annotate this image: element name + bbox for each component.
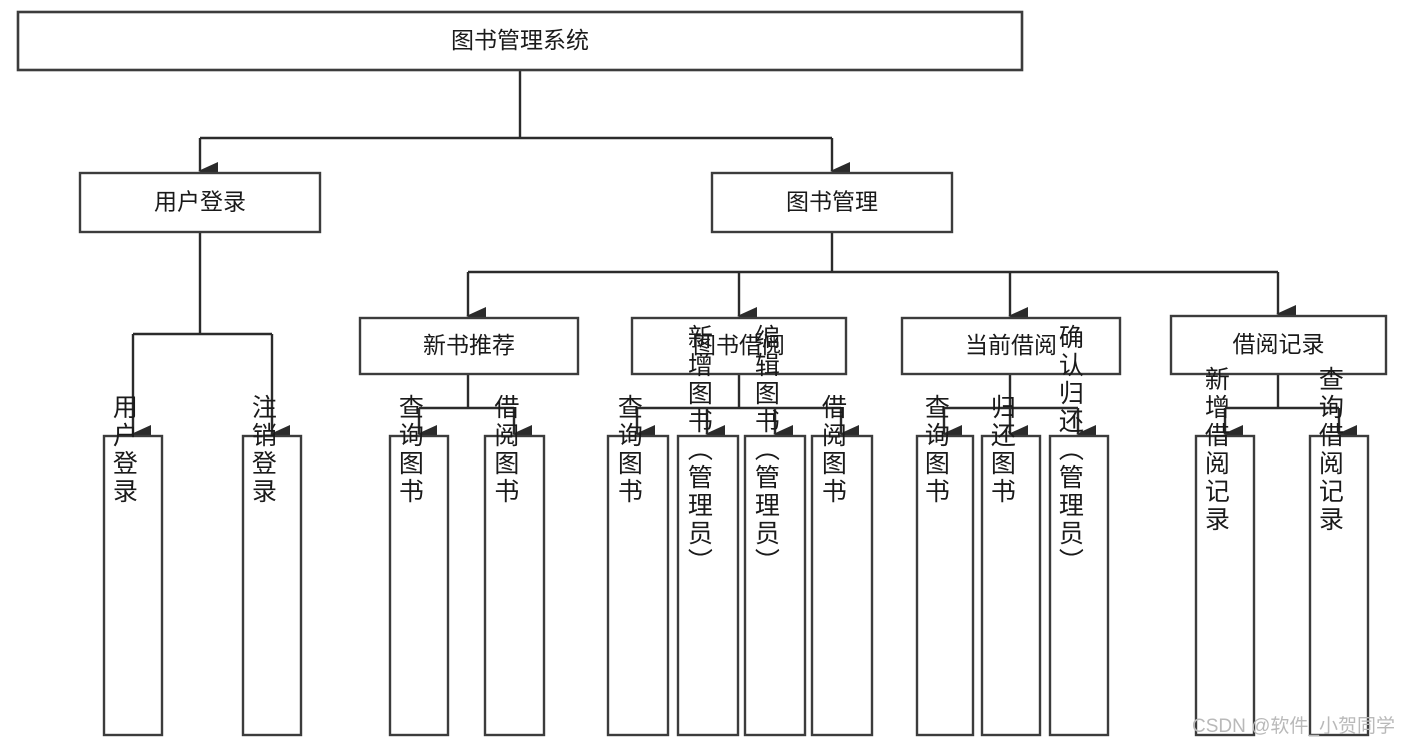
csdn-watermark: CSDN @软件_小贺同学 (1192, 715, 1395, 737)
level3-node-3[interactable]: 当前借阅 (900, 316, 1122, 376)
level2-node-label: 图书管理 (786, 189, 878, 215)
level3-node-label: 新书推荐 (423, 332, 515, 358)
level2-node-1[interactable]: 用户登录 (78, 171, 322, 234)
leaf-node-6[interactable]: 新增图书（管理员） (676, 324, 740, 737)
level2-node-rect[interactable] (710, 171, 954, 234)
leaf-node-8[interactable]: 借阅图书 (810, 394, 874, 737)
level3-node-2[interactable]: 图书借阅 (630, 316, 848, 376)
leaf-node-label: 查询图书 (395, 394, 424, 506)
leaf-node-rect[interactable] (241, 434, 303, 737)
leaf-node-rect[interactable] (1308, 434, 1370, 737)
leaf-node-label: 确认归还（管理员） (1055, 324, 1084, 576)
level3-node-rect[interactable] (630, 316, 848, 376)
level2-node-rect[interactable] (78, 171, 322, 234)
node-layer: 图书管理系统用户登录图书管理新书推荐图书借阅当前借阅借阅记录用户登录注销登录查询… (16, 10, 1388, 737)
leaf-node-rect[interactable] (1194, 434, 1256, 737)
connector-layer (131, 70, 1357, 443)
leaf-node-5[interactable]: 查询图书 (606, 394, 670, 737)
leaf-node-rect[interactable] (483, 434, 546, 737)
leaf-node-rect[interactable] (810, 434, 874, 737)
leaf-node-label: 借阅图书 (491, 394, 520, 506)
level2-node-label: 用户登录 (154, 189, 246, 215)
leaf-node-3[interactable]: 查询图书 (388, 394, 450, 737)
leaf-node-label: 新增图书（管理员） (684, 324, 713, 576)
leaf-node-rect[interactable] (606, 434, 670, 737)
leaf-node-label: 查询借阅记录 (1315, 366, 1344, 534)
leaf-node-label: 新增借阅记录 (1201, 366, 1230, 534)
level3-node-rect[interactable] (358, 316, 580, 376)
leaf-node-4[interactable]: 借阅图书 (483, 394, 546, 737)
leaf-node-9[interactable]: 查询图书 (915, 394, 975, 737)
leaf-node-rect[interactable] (743, 434, 807, 737)
leaf-node-1[interactable]: 用户登录 (102, 394, 164, 737)
level3-node-4[interactable]: 借阅记录 (1169, 314, 1388, 376)
level2-node-2[interactable]: 图书管理 (710, 171, 954, 234)
leaf-node-2[interactable]: 注销登录 (241, 394, 303, 737)
level3-node-label: 借阅记录 (1233, 331, 1325, 357)
root-node-rect[interactable] (16, 10, 1024, 72)
leaf-node-label: 用户登录 (109, 394, 138, 506)
leaf-node-label: 归还图书 (987, 394, 1016, 506)
leaf-node-label: 借阅图书 (818, 394, 847, 506)
leaf-node-rect[interactable] (676, 434, 740, 737)
level3-node-1[interactable]: 新书推荐 (358, 316, 580, 376)
leaf-node-rect[interactable] (102, 434, 164, 737)
leaf-node-11[interactable]: 确认归还（管理员） (1048, 324, 1110, 737)
leaf-node-rect[interactable] (1048, 434, 1110, 737)
leaf-node-7[interactable]: 编辑图书（管理员） (743, 324, 807, 737)
root-node-1[interactable]: 图书管理系统 (16, 10, 1024, 72)
level3-node-label: 图书借阅 (693, 332, 785, 358)
leaf-node-rect[interactable] (388, 434, 450, 737)
leaf-node-label: 查询图书 (614, 394, 643, 506)
leaf-node-rect[interactable] (915, 434, 975, 737)
level3-node-rect[interactable] (900, 316, 1122, 376)
level3-node-label: 当前借阅 (965, 332, 1057, 358)
leaf-node-label: 查询图书 (921, 394, 950, 506)
level3-node-rect[interactable] (1169, 314, 1388, 376)
leaf-node-13[interactable]: 查询借阅记录 (1308, 366, 1370, 737)
leaf-node-10[interactable]: 归还图书 (980, 394, 1042, 737)
leaf-node-label: 编辑图书（管理员） (751, 324, 780, 576)
leaf-node-label: 注销登录 (248, 394, 277, 506)
leaf-node-12[interactable]: 新增借阅记录 (1194, 366, 1256, 737)
root-node-label: 图书管理系统 (451, 27, 589, 53)
leaf-node-rect[interactable] (980, 434, 1042, 737)
